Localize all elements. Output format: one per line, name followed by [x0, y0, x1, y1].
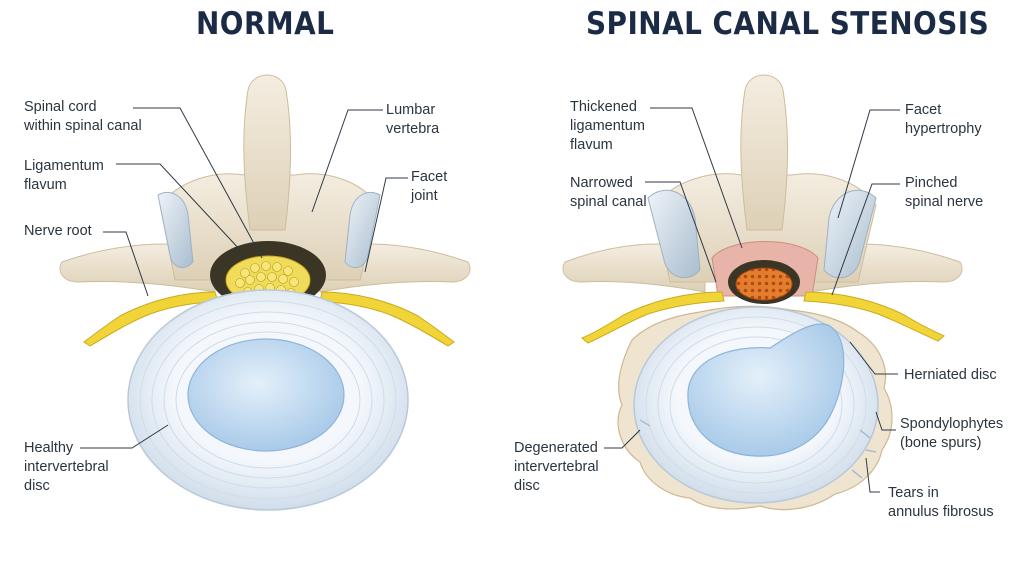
label-lumbar-vertebra: Lumbar vertebra [386, 102, 440, 137]
normal-spinous-process [243, 74, 292, 231]
normal-facet-left [157, 191, 194, 269]
stenosis-facet-right [823, 189, 877, 279]
label-pinched-nerve: Pinched spinal nerve [905, 175, 984, 210]
stenosis-facet-left [647, 189, 701, 279]
label-facet-joint: Facet joint [411, 169, 448, 204]
label-degenerated-disc: Degenerated intervertebral disc [514, 440, 599, 494]
normal-nucleus-pulposus [187, 338, 345, 452]
title-stenosis: SPINAL CANAL STENOSIS [586, 6, 990, 42]
label-tears-annulus: Tears in annulus fibrosus [888, 485, 994, 520]
normal-leader-lines [80, 107, 408, 449]
stenosis-leader-lines [604, 107, 900, 493]
label-facet-hypertrophy: Facet hypertrophy [905, 102, 982, 137]
normal-nerve-root-left [83, 291, 219, 347]
stenosis-compressed-cord [735, 267, 793, 301]
label-ligamentum-flavum: Ligamentum flavum [24, 158, 104, 193]
stenosis-herniated-nucleus [687, 323, 845, 457]
label-narrowed-canal: Narrowed spinal canal [570, 175, 647, 210]
normal-disc-rings [139, 300, 397, 500]
stenosis-disc-rings [645, 316, 867, 494]
normal-facet-right [344, 191, 381, 269]
label-thickened-ligamentum: Thickened ligamentum flavum [570, 99, 645, 153]
stenosis-spinous-process [740, 74, 789, 231]
stenosis-vertebra [562, 74, 963, 511]
normal-vertebra [59, 74, 471, 511]
title-normal: NORMAL [196, 6, 335, 42]
label-herniated-disc: Herniated disc [904, 367, 997, 383]
label-spondylophytes: Spondylophytes (bone spurs) [900, 416, 1004, 451]
label-nerve-root: Nerve root [24, 223, 92, 239]
label-spinal-cord: Spinal cord within spinal canal [24, 99, 142, 134]
stenosis-annulus-tears [639, 419, 877, 479]
label-healthy-disc: Healthy intervertebral disc [24, 440, 109, 494]
stenosis-nerve-root-right [803, 291, 945, 342]
normal-nerve-root-right [319, 291, 455, 347]
stenosis-nerve-root-left [581, 291, 725, 344]
